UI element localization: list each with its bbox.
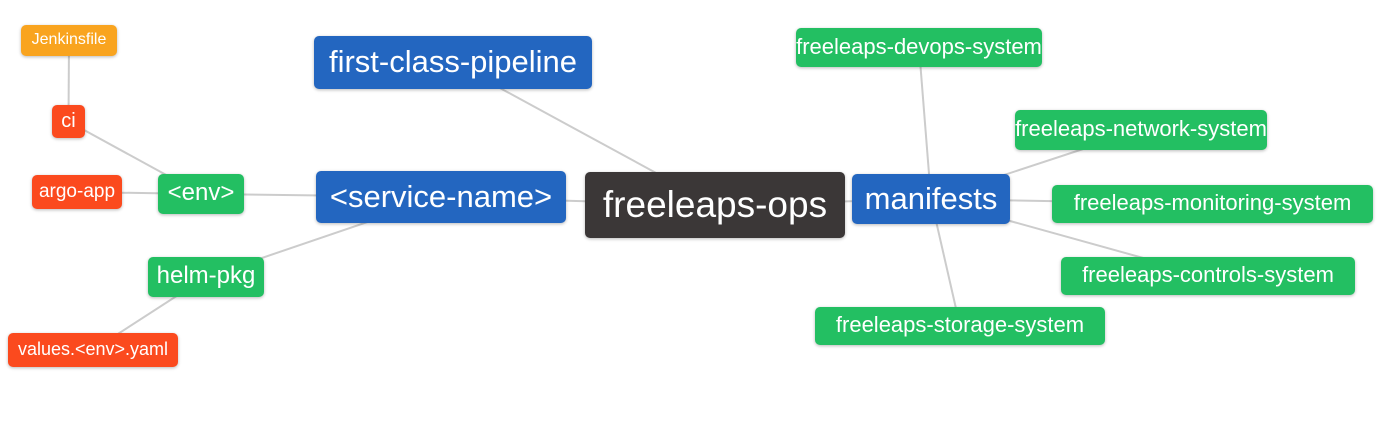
node-freeleaps-storage-system[interactable]: freeleaps-storage-system [815,307,1105,345]
node-first-class-pipeline[interactable]: first-class-pipeline [314,36,592,89]
node-freeleaps-monitoring-system[interactable]: freeleaps-monitoring-system [1052,185,1373,223]
node-label: first-class-pipeline [328,44,578,79]
node-label: <env> [167,179,235,206]
node-label: freeleaps-storage-system [835,312,1085,337]
node-manifests[interactable]: manifests [852,174,1010,224]
node-label: freeleaps-controls-system [1082,262,1334,287]
node-freeleaps-devops-system[interactable]: freeleaps-devops-system [796,28,1042,67]
node-jenkinsfile[interactable]: Jenkinsfile [21,25,117,56]
node-freeleaps-controls-system[interactable]: freeleaps-controls-system [1061,257,1355,295]
node-label: freeleaps-monitoring-system [1073,190,1352,215]
node-service-name[interactable]: <service-name> [316,171,566,223]
node-label: argo-app [38,180,116,202]
node-label: freeleaps-devops-system [796,33,1042,59]
node-helm-pkg[interactable]: helm-pkg [148,257,264,297]
node-label: manifests [864,180,998,216]
node-label: values.<env>.yaml [17,339,169,359]
node-label: ci [61,109,76,132]
node-argo-app[interactable]: argo-app [32,175,122,209]
node-freeleaps-network-system[interactable]: freeleaps-network-system [1015,110,1267,150]
node-values-env-yaml[interactable]: values.<env>.yaml [8,333,178,367]
node-ci[interactable]: ci [52,105,85,138]
node-label: Jenkinsfile [31,30,107,48]
node-env[interactable]: <env> [158,174,244,214]
node-label: <service-name> [329,178,553,214]
node-label: freeleaps-ops [602,183,828,225]
node-freeleaps-ops[interactable]: freeleaps-ops [585,172,845,238]
node-label: freeleaps-network-system [1015,116,1267,141]
node-label: helm-pkg [156,262,256,289]
edge-manifests--freeleaps-devops-system [918,47,932,200]
